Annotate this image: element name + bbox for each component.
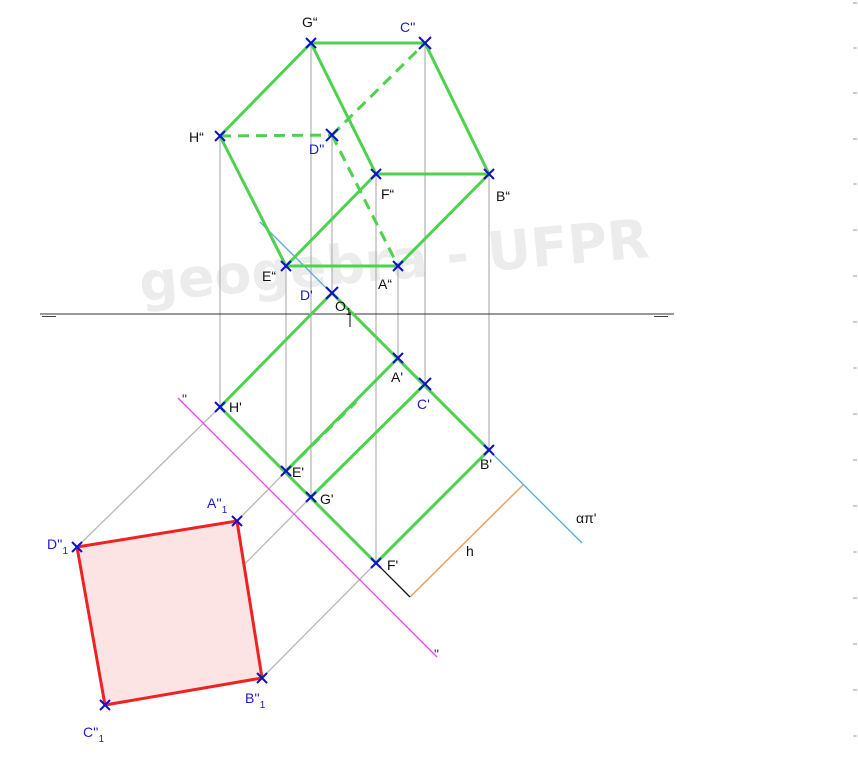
true-size-face <box>75 519 264 707</box>
label-g-front: G“ <box>302 14 318 30</box>
label-b-front: B“ <box>496 188 510 204</box>
label-d-top: D' <box>300 287 313 303</box>
label-h-top: H' <box>229 399 242 415</box>
point-markers <box>71 36 495 711</box>
auxiliary-ground-line-top-mark: " <box>182 391 187 407</box>
label-a-true: A''1 <box>207 495 228 516</box>
auxiliary-ground-line: " " <box>177 391 439 662</box>
label-e-front: E“ <box>262 268 276 284</box>
label-g-top: G' <box>320 491 334 507</box>
auxiliary-ground-line-bottom-mark: " <box>434 646 439 662</box>
point-marker-a-top <box>392 352 404 364</box>
point-marker-a-true <box>231 515 243 527</box>
label-a-front: A“ <box>378 276 392 292</box>
label-a-top: A' <box>391 369 403 385</box>
point-marker-h-front <box>214 130 226 142</box>
ground-line: — — <box>40 307 674 323</box>
label-height-h: h <box>466 543 474 559</box>
label-d-front: D'' <box>309 141 324 157</box>
point-marker-c-true <box>99 699 111 711</box>
height-segment <box>375 484 524 598</box>
point-marker-h-top <box>214 401 226 413</box>
label-b-top: B' <box>480 456 492 472</box>
ground-line-left-mark: — <box>42 307 56 323</box>
point-marker-d-front <box>325 128 339 142</box>
point-labels: G“ C'' H“ D'' F“ B“ E“ A“ D' O1 A' C' H'… <box>47 14 596 745</box>
point-marker-b-true <box>256 672 268 684</box>
label-d-true: D''1 <box>47 536 68 557</box>
ground-line-right-mark: — <box>654 307 668 323</box>
label-c-top: C' <box>417 396 430 412</box>
point-marker-f-front <box>370 168 382 180</box>
prism-edges-hidden <box>219 41 427 473</box>
right-edge-ticks <box>853 2 857 737</box>
point-marker-c-front <box>418 36 432 50</box>
label-f-top: F' <box>387 557 398 573</box>
point-marker-e-top <box>280 465 292 477</box>
label-e-top: E' <box>292 464 304 480</box>
label-o1: O1 <box>335 298 352 318</box>
label-h-front: H“ <box>189 129 204 145</box>
point-marker-b-front <box>483 168 495 180</box>
label-c-true: C''1 <box>83 724 104 745</box>
point-marker-d-top <box>325 286 339 300</box>
label-c-front: C'' <box>400 19 415 35</box>
point-marker-f-top <box>370 557 382 569</box>
point-marker-a-front <box>392 260 404 272</box>
prism-edges-visible <box>218 41 491 565</box>
point-marker-b-top <box>483 444 495 456</box>
point-marker-c-top <box>418 377 432 391</box>
point-marker-d-true <box>71 541 83 553</box>
label-f-front: F“ <box>381 186 395 202</box>
label-b-true: B''1 <box>245 690 266 711</box>
point-marker-e-front <box>280 260 292 272</box>
point-marker-g-front <box>305 37 317 49</box>
label-alpha-trace: απ' <box>576 510 596 526</box>
point-marker-g-top <box>305 491 317 503</box>
